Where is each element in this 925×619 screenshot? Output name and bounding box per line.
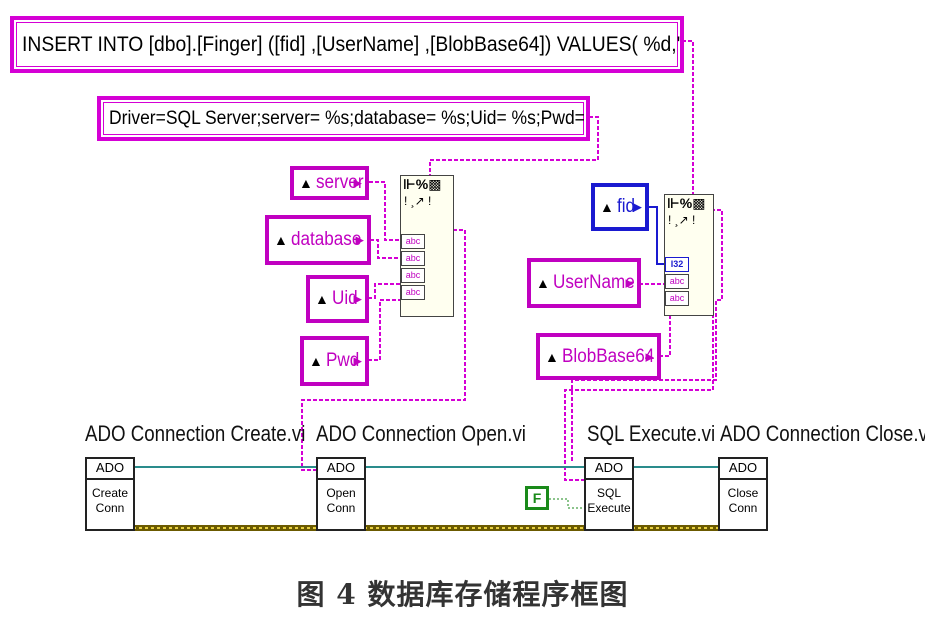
server-control[interactable]: ▲ server ▶ [290, 166, 369, 200]
wire-bool[interactable] [549, 498, 586, 509]
wire-sql-result[interactable] [564, 260, 714, 481]
abc-terminal[interactable]: abc [401, 251, 425, 266]
home-icon: ▲ [536, 275, 550, 291]
sql-insert-text: INSERT INTO [dbo].[Finger] ([fid] ,[User… [22, 32, 684, 56]
blob-control[interactable]: ▲ BlobBase64 ▶ [536, 333, 661, 380]
home-icon: ▲ [299, 175, 313, 191]
wire-server[interactable] [369, 181, 401, 241]
abc-terminal[interactable]: abc [665, 291, 689, 306]
connection-string-constant[interactable]: Driver=SQL Server;server= %s;database= %… [97, 96, 590, 141]
wire-pwd[interactable] [368, 299, 401, 361]
pwd-control[interactable]: ▲ Pwd ▶ [300, 336, 369, 386]
wire-database[interactable] [370, 239, 401, 259]
wire-uid[interactable] [368, 283, 401, 299]
arrow-right-icon: ▶ [353, 355, 362, 368]
vi-header: ADO [586, 459, 632, 480]
vi-header: ADO [318, 459, 364, 480]
false-boolean-constant[interactable]: F [525, 486, 549, 510]
vi-title-open: ADO Connection Open.vi [316, 421, 526, 446]
arrow-right-icon: ▶ [625, 277, 634, 290]
abc-terminal[interactable]: abc [665, 274, 689, 289]
home-icon: ▲ [274, 232, 288, 248]
arrow-right-icon: ▶ [633, 201, 642, 214]
figure-caption: 图 4 数据库存储程序框图 [296, 578, 629, 611]
wire-fid[interactable] [647, 206, 666, 265]
pwd-label: Pwd [326, 350, 360, 371]
sql-insert-constant[interactable]: INSERT INTO [dbo].[Finger] ([fid] ,[User… [10, 16, 684, 73]
vi-title-create: ADO Connection Create.vi [85, 421, 306, 446]
server-label: server [316, 172, 364, 193]
format-node-glyphs: ! ¸↗ ! [404, 194, 432, 208]
fid-control[interactable]: ▲ fid ▶ [591, 183, 649, 231]
vi-title-close: ADO Connection Close.vi [720, 421, 925, 446]
arrow-right-icon: ▶ [353, 177, 362, 190]
arrow-right-icon: ▶ [353, 293, 362, 306]
database-label: database [291, 229, 362, 250]
vi-title-execute: SQL Execute.vi [587, 421, 716, 446]
connection-string-text: Driver=SQL Server;server= %s;database= %… [109, 107, 590, 129]
home-icon: ▲ [600, 199, 614, 215]
home-icon: ▲ [315, 291, 329, 307]
uid-control[interactable]: ▲ Uid ▶ [306, 275, 369, 323]
vi-header: ADO [720, 459, 766, 480]
wire-sql-string[interactable] [571, 40, 723, 461]
abc-terminal[interactable]: abc [401, 285, 425, 300]
uid-label: Uid [332, 288, 358, 309]
format-string-icon: ⊩%▩ [667, 195, 706, 211]
home-icon: ▲ [545, 348, 559, 365]
database-control[interactable]: ▲ database ▶ [265, 215, 371, 265]
abc-terminal[interactable]: abc [401, 234, 425, 249]
i32-terminal[interactable]: I32 [665, 257, 689, 272]
arrow-right-icon: ▶ [645, 351, 654, 363]
username-label: UserName [553, 272, 635, 293]
abc-terminal[interactable]: abc [401, 268, 425, 283]
blob-label: BlobBase64 [562, 345, 655, 367]
wire-conn-string[interactable] [429, 116, 599, 185]
format-string-icon: ⊩%▩ [403, 176, 442, 192]
fid-label: fid [617, 196, 636, 217]
vi-header: ADO [87, 459, 133, 480]
format-into-string-sql[interactable]: ⊩%▩ ! ¸↗ ! I32 abc abc [664, 194, 714, 316]
username-control[interactable]: ▲ UserName ▶ [527, 258, 641, 308]
home-icon: ▲ [309, 353, 323, 369]
format-node-glyphs: ! ¸↗ ! [668, 213, 696, 227]
arrow-right-icon: ▶ [355, 234, 364, 247]
wire-conn-result[interactable] [301, 229, 466, 471]
format-into-string-conn[interactable]: ⊩%▩ ! ¸↗ ! abc abc abc abc [400, 175, 454, 317]
